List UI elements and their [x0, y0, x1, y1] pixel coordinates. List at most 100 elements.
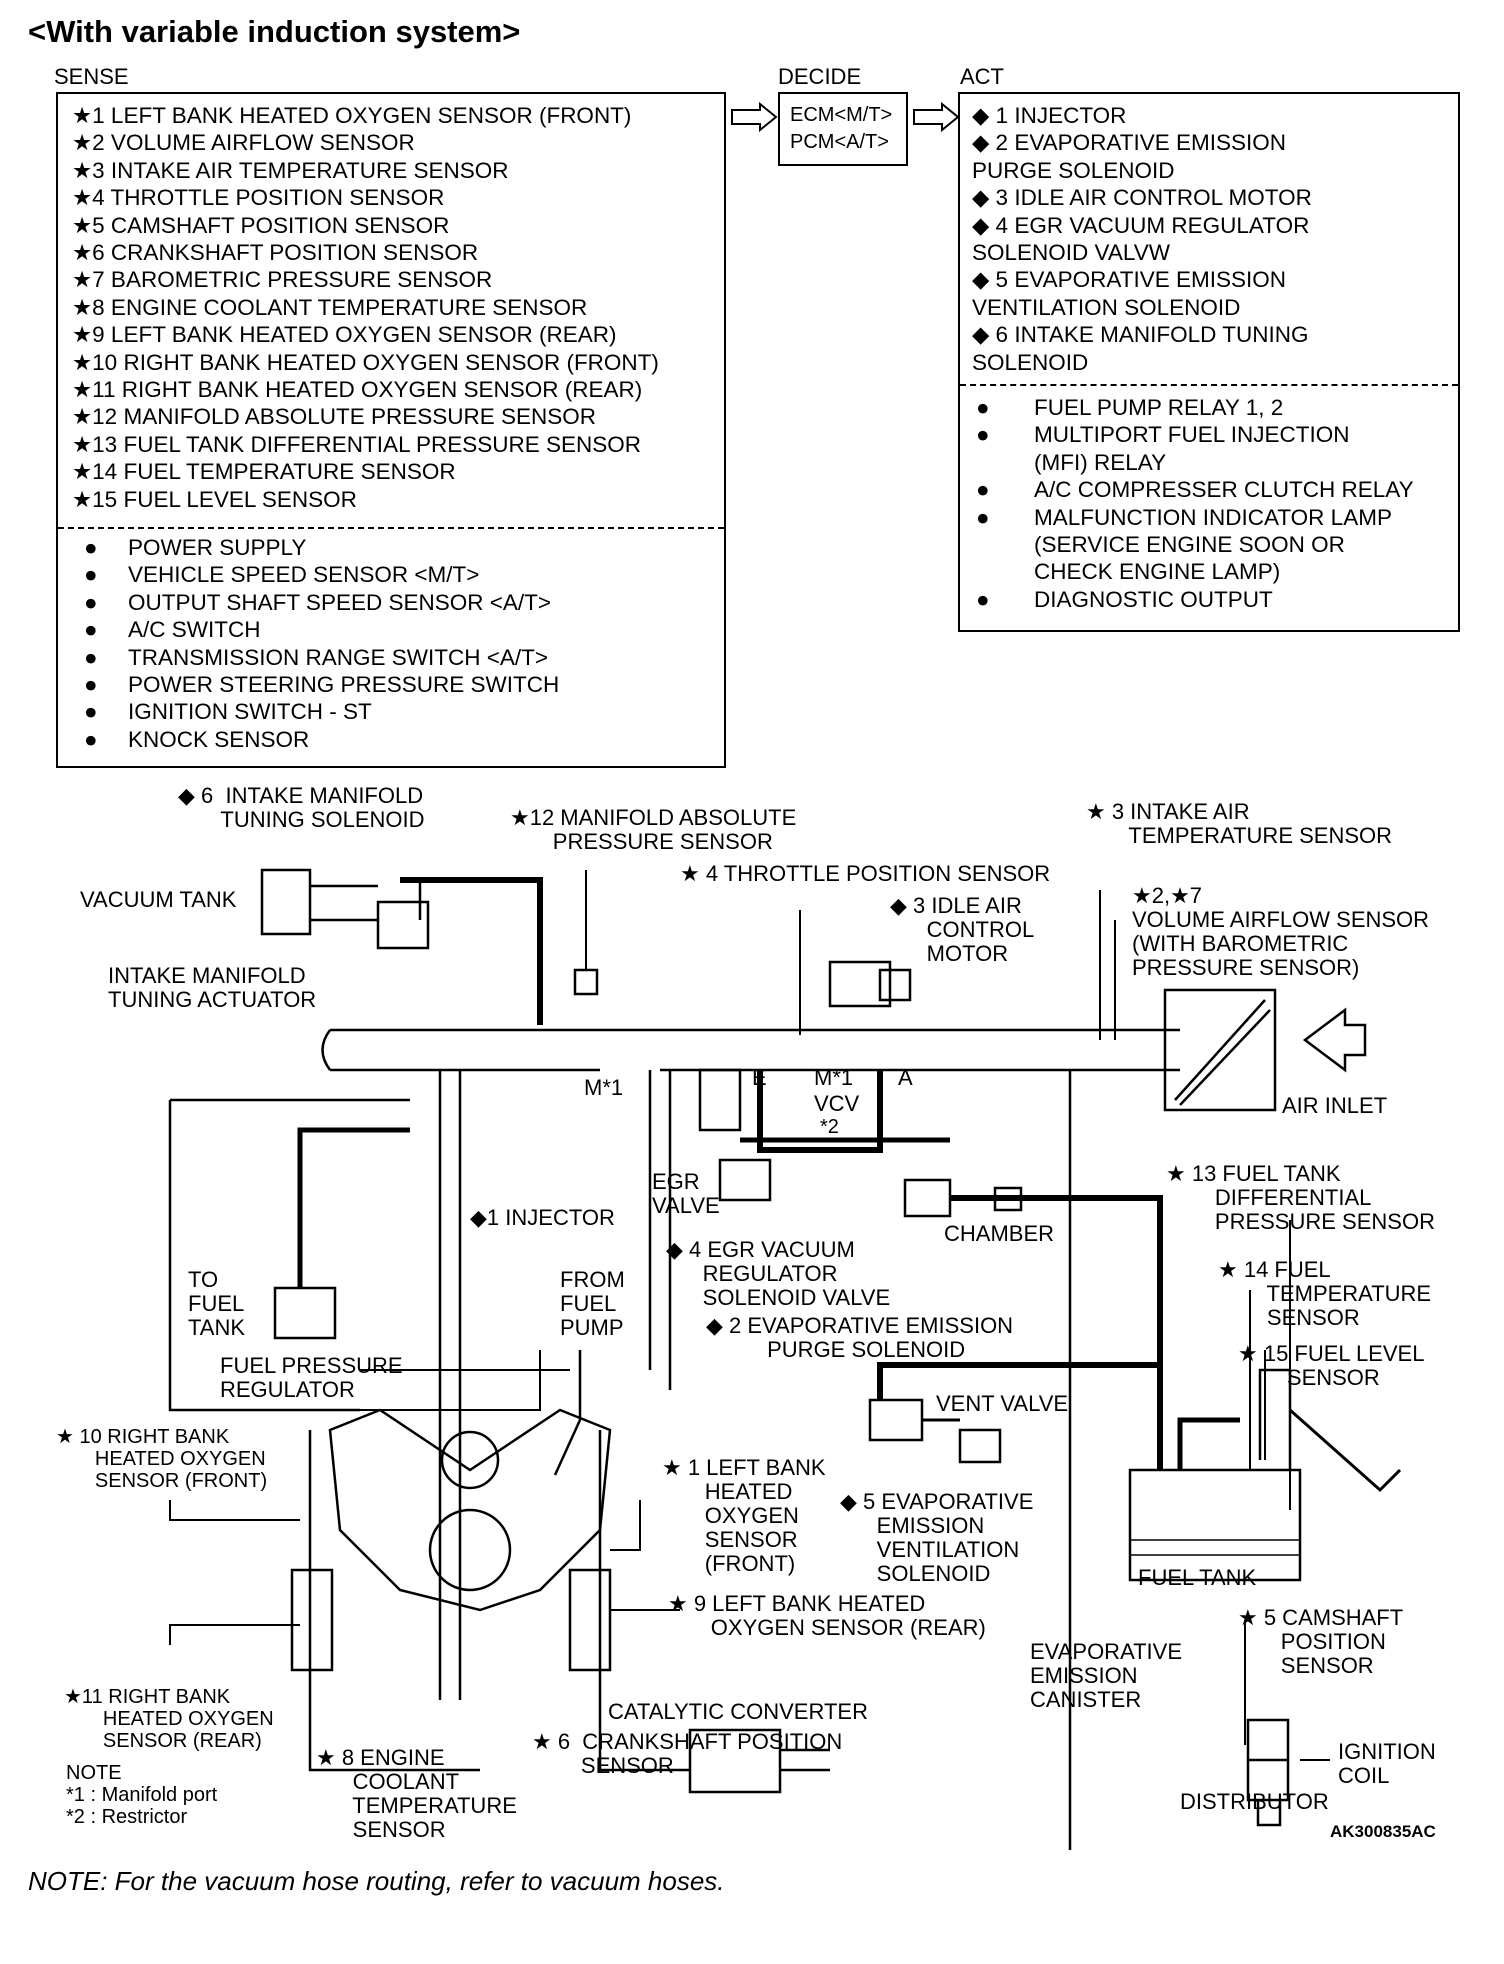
label-chamber: CHAMBER — [944, 1221, 1055, 1246]
list-item: A/C SWITCH — [128, 617, 261, 643]
list-item: VENTILATION SOLENOID — [972, 294, 1241, 320]
bullet-icon: ● — [84, 562, 98, 588]
note-block: NOTE *1 : Manifold port *2 : Restrictor — [66, 1762, 218, 1828]
label-port-a: A — [898, 1065, 913, 1090]
list-item: MALFUNCTION INDICATOR LAMP — [1034, 504, 1392, 530]
system-diagram — [168, 868, 1402, 1850]
label-from-fuel-pump: FROM FUEL PUMP — [560, 1267, 625, 1340]
bullet-icon: ● — [84, 644, 98, 670]
label-distributor: DISTRIBUTOR — [1180, 1789, 1329, 1814]
list-item: ★11 RIGHT BANK HEATED OXYGEN SENSOR (REA… — [72, 377, 643, 402]
ecm-label: ECM<M/T> — [790, 104, 893, 126]
sense-to-decide-arrow — [731, 102, 778, 132]
label-iat: ★ 3 INTAKE AIR TEMPERATURE SENSOR — [1086, 799, 1393, 848]
label-to-fuel-tank: TO FUEL TANK — [188, 1267, 246, 1340]
vent-valve-shape — [958, 1428, 1002, 1464]
list-item: VEHICLE SPEED SENSOR <M/T> — [128, 562, 480, 588]
label-lb-front: ★ 1 LEFT BANK HEATED OXYGEN SENSOR (FRON… — [662, 1455, 826, 1576]
list-item: ★12 MANIFOLD ABSOLUTE PRESSURE SENSOR — [72, 404, 597, 430]
list-item: POWER SUPPLY — [128, 535, 307, 560]
list-item: ★8 ENGINE COOLANT TEMPERATURE SENSOR — [72, 294, 588, 320]
label-fuel-level: ★ 15 FUEL LEVEL SENSOR — [1238, 1341, 1425, 1390]
list-item: ★10 RIGHT BANK HEATED OXYGEN SENSOR (FRO… — [72, 349, 659, 375]
label-fuel-tank-diff: ★ 13 FUEL TANK DIFFERENTIAL PRESSURE SEN… — [1166, 1161, 1435, 1234]
list-item: ◆ 6 INTAKE MANIFOLD TUNING — [972, 322, 1309, 348]
bullet-icon: ● — [976, 477, 990, 503]
list-item: FUEL PUMP RELAY 1, 2 — [1034, 395, 1284, 420]
decide-to-act-arrow — [913, 102, 960, 132]
label-injector: ◆1 INJECTOR — [470, 1205, 615, 1230]
list-item: ★2 VOLUME AIRFLOW SENSOR — [72, 130, 415, 156]
label-rb-front: ★ 10 RIGHT BANK HEATED OXYGEN SENSOR (FR… — [56, 1426, 268, 1492]
list-item: ★3 INTAKE AIR TEMPERATURE SENSOR — [72, 157, 509, 183]
air-inlet-arrow — [1302, 1007, 1367, 1073]
list-item: POWER STEERING PRESSURE SWITCH — [128, 672, 560, 697]
list-item: ★14 FUEL TEMPERATURE SENSOR — [72, 459, 456, 485]
label-map-sensor: ★12 MANIFOLD ABSOLUTE PRESSURE SENSOR — [510, 805, 797, 854]
footer-note: NOTE: For the vacuum hose routing, refer… — [28, 1866, 725, 1896]
sense-box: ★1 LEFT BANK HEATED OXYGEN SENSOR (FRONT… — [56, 92, 726, 768]
label-lb-rear: ★ 9 LEFT BANK HEATED OXYGEN SENSOR (REAR… — [668, 1591, 986, 1640]
label-purge-solenoid: ◆ 2 EVAPORATIVE EMISSION PURGE SOLENOID — [706, 1313, 1014, 1362]
list-item: TRANSMISSION RANGE SWITCH <A/T> — [128, 644, 549, 670]
label-egr-valve: EGR VALVE — [652, 1169, 720, 1218]
list-item: IGNITION SWITCH - ST — [128, 699, 372, 725]
list-item: PURGE SOLENOID — [972, 157, 1175, 183]
label-catalytic: CATALYTIC CONVERTER — [608, 1699, 868, 1724]
label-m1-right: M*1 — [814, 1065, 854, 1090]
rb-catalyst-shape — [290, 1568, 334, 1672]
label-tps: ★ 4 THROTTLE POSITION SENSOR — [680, 861, 1051, 886]
lb-catalyst-shape — [568, 1568, 612, 1672]
vaf-housing — [1163, 988, 1277, 1112]
label-vaf: ★2,★7 VOLUME AIRFLOW SENSOR (WITH BAROME… — [1132, 883, 1430, 980]
list-item: CHECK ENGINE LAMP) — [1034, 559, 1281, 585]
label-vent-valve: VENT VALVE — [936, 1391, 1069, 1416]
tuning-solenoid-shape — [376, 900, 430, 950]
egr-valve-shape — [698, 1068, 742, 1132]
ventilation-solenoid-shape — [868, 1398, 924, 1442]
list-item: ★9 LEFT BANK HEATED OXYGEN SENSOR (REAR) — [72, 322, 617, 348]
bullet-icon: ● — [84, 617, 98, 643]
list-item: OUTPUT SHAFT SPEED SENSOR <A/T> — [128, 589, 552, 615]
list-item: KNOCK SENSOR — [128, 726, 310, 752]
list-item: (MFI) RELAY — [1034, 449, 1167, 475]
label-restrictor-mark: *2 — [820, 1116, 839, 1138]
list-item: SOLENOID VALVW — [972, 240, 1170, 265]
list-item: (SERVICE ENGINE SOON OR — [1034, 532, 1345, 557]
list-item: A/C COMPRESSER CLUTCH RELAY — [1034, 477, 1414, 503]
label-ignition-coil: IGNITION COIL — [1338, 1739, 1436, 1788]
label-rb-rear: ★11 RIGHT BANK HEATED OXYGEN SENSOR (REA… — [64, 1686, 274, 1752]
list-item: SOLENOID — [972, 349, 1089, 375]
list-item: DIAGNOSTIC OUTPUT — [1034, 586, 1273, 612]
decide-header: DECIDE — [778, 64, 862, 89]
act-divider — [960, 384, 1458, 386]
bullet-icon: ● — [84, 589, 98, 615]
sense-header: SENSE — [54, 64, 129, 89]
label-ckp: ★ 6 CRANKSHAFT POSITION SENSOR — [532, 1729, 843, 1778]
list-item: ★15 FUEL LEVEL SENSOR — [72, 486, 357, 512]
act-box: ◆ 1 INJECTOR◆ 2 EVAPORATIVE EMISSION PUR… — [958, 92, 1460, 632]
label-port-e: E — [752, 1065, 767, 1090]
label-canister: EVAPORATIVE EMISSION CANISTER — [1030, 1639, 1183, 1712]
label-cmp: ★ 5 CAMSHAFT POSITION SENSOR — [1238, 1605, 1404, 1678]
bullet-icon: ● — [84, 535, 98, 560]
bullet-icon: ● — [976, 422, 990, 448]
list-item: ★13 FUEL TANK DIFFERENTIAL PRESSURE SENS… — [72, 431, 642, 457]
list-item: ★7 BAROMETRIC PRESSURE SENSOR — [72, 267, 493, 293]
label-air-inlet: AIR INLET — [1282, 1093, 1388, 1118]
label-fuel-tank: FUEL TANK — [1138, 1565, 1257, 1590]
label-vacuum-tank: VACUUM TANK — [80, 887, 237, 912]
list-item: ◆ 5 EVAPORATIVE EMISSION — [972, 267, 1287, 293]
egr-solenoid-shape — [718, 1158, 772, 1202]
list-item: ◆ 4 EGR VACUUM REGULATOR — [972, 212, 1310, 238]
label-fuel-pressure-regulator: FUEL PRESSURE REGULATOR — [220, 1353, 403, 1402]
label-tuning-actuator: INTAKE MANIFOLD TUNING ACTUATOR — [108, 963, 317, 1012]
bullet-icon: ● — [976, 504, 990, 530]
list-item: ◆ 2 EVAPORATIVE EMISSION — [972, 130, 1287, 156]
label-ventilation-solenoid: ◆ 5 EVAPORATIVE EMISSION VENTILATION SOL… — [840, 1489, 1034, 1586]
iac-shape — [828, 960, 892, 1008]
sense-divider — [58, 527, 724, 529]
list-item: ★4 THROTTLE POSITION SENSOR — [72, 185, 445, 211]
label-iac: ◆ 3 IDLE AIR CONTROL MOTOR — [890, 893, 1035, 966]
label-tuning-solenoid: ◆ 6 INTAKE MANIFOLD TUNING SOLENOID — [178, 783, 425, 832]
